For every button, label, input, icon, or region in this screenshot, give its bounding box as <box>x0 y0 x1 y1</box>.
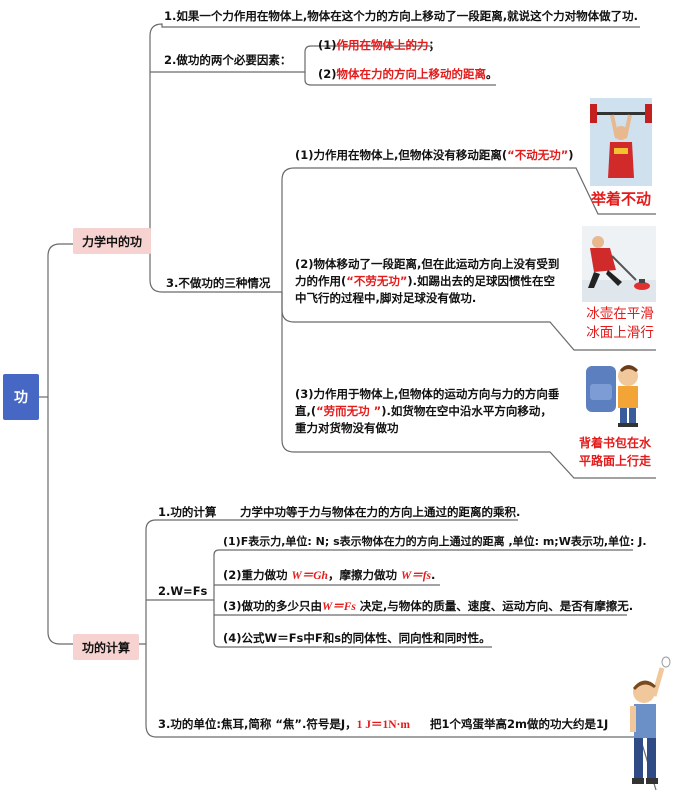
formula-item-4: (4)公式W＝Fs中F和s的同体性、同向性和同时性。 <box>223 631 491 645</box>
backpack-caption: 背着书包在水 平路面上行走 <box>578 436 651 468</box>
factors-label: 2.做功的两个必要因素： <box>164 53 292 67</box>
egg-lifter-illustration <box>630 656 671 784</box>
weightlifter-image <box>590 98 652 186</box>
curling-caption: 冰壶在平滑 冰面上滑行 <box>586 306 654 341</box>
calc-1-text: 力学中功等于力与物体在力的方向上通过的距离的乘积. <box>240 505 521 519</box>
no-work-case-3: (3)力作用于物体上,但物体的运动方向与力的方向垂 直,(“劳而无功 ”).如货… <box>295 387 560 435</box>
category-mechanical-work[interactable]: 力学中的功 <box>73 228 151 254</box>
backpack-illustration <box>586 365 638 427</box>
backpack-image <box>582 358 648 430</box>
no-work-case-1: (1)力作用在物体上,但物体没有移动距离(“不动无功”) <box>295 148 574 162</box>
factor-item-2: (2)物体在力的方向上移动的距离。 <box>318 67 498 81</box>
weightlifter-caption: 举着不动 <box>590 190 651 208</box>
weightlifter-illustration <box>590 98 652 186</box>
factor-item-1: (1)作用在物体上的力； <box>318 38 441 52</box>
formula-item-2: (2)重力做功 W＝Gh，摩擦力做功 W＝fs. <box>223 568 436 582</box>
formula-item-1: (1)F表示力,单位: N; s表示物体在力的方向上通过的距离 ,单位: m;W… <box>223 535 647 548</box>
curling-image <box>582 226 656 302</box>
root-node[interactable]: 功 <box>3 374 39 420</box>
no-work-label: 3.不做功的三种情况 <box>166 276 271 290</box>
calc-1-label: 1.功的计算 <box>158 505 217 519</box>
work-definition: 1.如果一个力作用在物体上,物体在这个力的方向上移动了一段距离,就说这个力对物体… <box>164 9 638 23</box>
curling-illustration <box>582 226 656 302</box>
formula-item-3: (3)做功的多少只由W＝Fs 决定,与物体的质量、速度、运动方向、是否有摩擦无. <box>223 599 634 613</box>
unit-example: 把1个鸡蛋举高2m做的功大约是1J <box>430 717 609 731</box>
unit-line: 3.功的单位:焦耳,简称 “焦”.符号是J，1 J＝1N·m <box>158 717 410 731</box>
category-work-calculation[interactable]: 功的计算 <box>73 634 139 660</box>
no-work-case-2: (2)物体移动了一段距离,但在此运动方向上没有受到 力的作用(“不劳无功”).如… <box>295 257 560 305</box>
egg-lifter-image <box>620 656 676 792</box>
formula-label: 2.W=Fs <box>158 584 208 598</box>
